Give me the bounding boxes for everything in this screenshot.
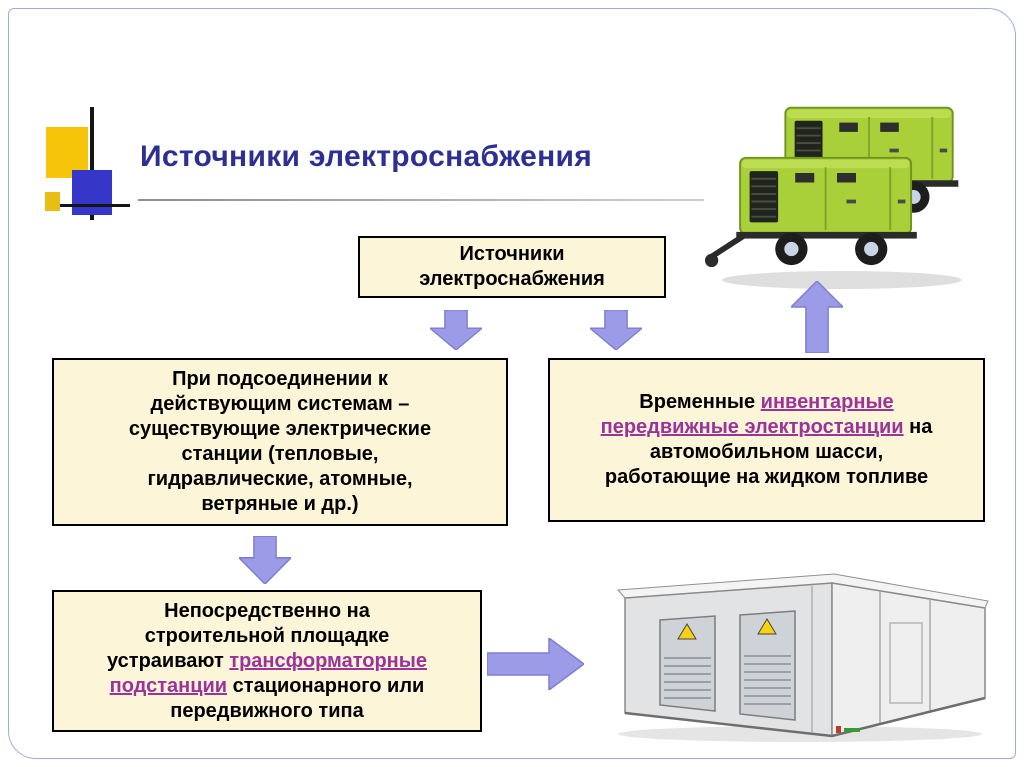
transformer-text-end: стационарного или передвижного типа [170, 674, 425, 722]
arrow-right-box-to-generators [791, 281, 843, 353]
arrow-top-to-left-box [430, 310, 482, 350]
mobile-stations-link[interactable]: инвентарные передвижные электростанции [600, 391, 904, 438]
mobile-stations-text: Временные инвентарные передвижные электр… [601, 390, 933, 490]
decor-small-yellow-square [45, 192, 60, 211]
decor-vertical-line [90, 107, 94, 220]
mobile-stations-text-end: на автомобильном шасси, работающие на жи… [604, 416, 933, 488]
existing-stations-text: При подсоединении к действующим системам… [128, 368, 432, 515]
arrow-left-box-to-bottom-box [239, 536, 291, 584]
transformer-text-start: Непосредственно на строительной площадке… [107, 599, 390, 672]
transformer-substation-image [616, 573, 989, 742]
existing-stations-box: При подсоединении к действующим системам… [52, 358, 508, 526]
arrow-bottom-box-to-substation [487, 638, 584, 690]
sources-root-text: Источники электроснабжения [419, 243, 605, 290]
arrow-top-to-right-box [590, 310, 642, 350]
decor-horizontal-line [60, 204, 130, 207]
mobile-stations-text-start: Временные [639, 391, 761, 413]
transformer-substation-box: Непосредственно на строительной площадке… [52, 590, 482, 732]
decor-yellow-square [46, 127, 88, 178]
warning-triangle-icon [757, 618, 777, 635]
slide-title: Источники электроснабжения [140, 140, 593, 173]
mobile-generators-image [704, 106, 962, 289]
transformer-substations-link[interactable]: трансформаторные подстанции [109, 649, 427, 697]
transformer-substation-text: Непосредственно на строительной площадке… [107, 599, 427, 724]
decor-blue-square [72, 170, 112, 215]
title-underline-rule [138, 199, 704, 201]
sources-root-box: Источники электроснабжения [358, 236, 666, 298]
warning-triangle-icon [677, 623, 697, 640]
mobile-stations-box: Временные инвентарные передвижные электр… [548, 358, 985, 522]
